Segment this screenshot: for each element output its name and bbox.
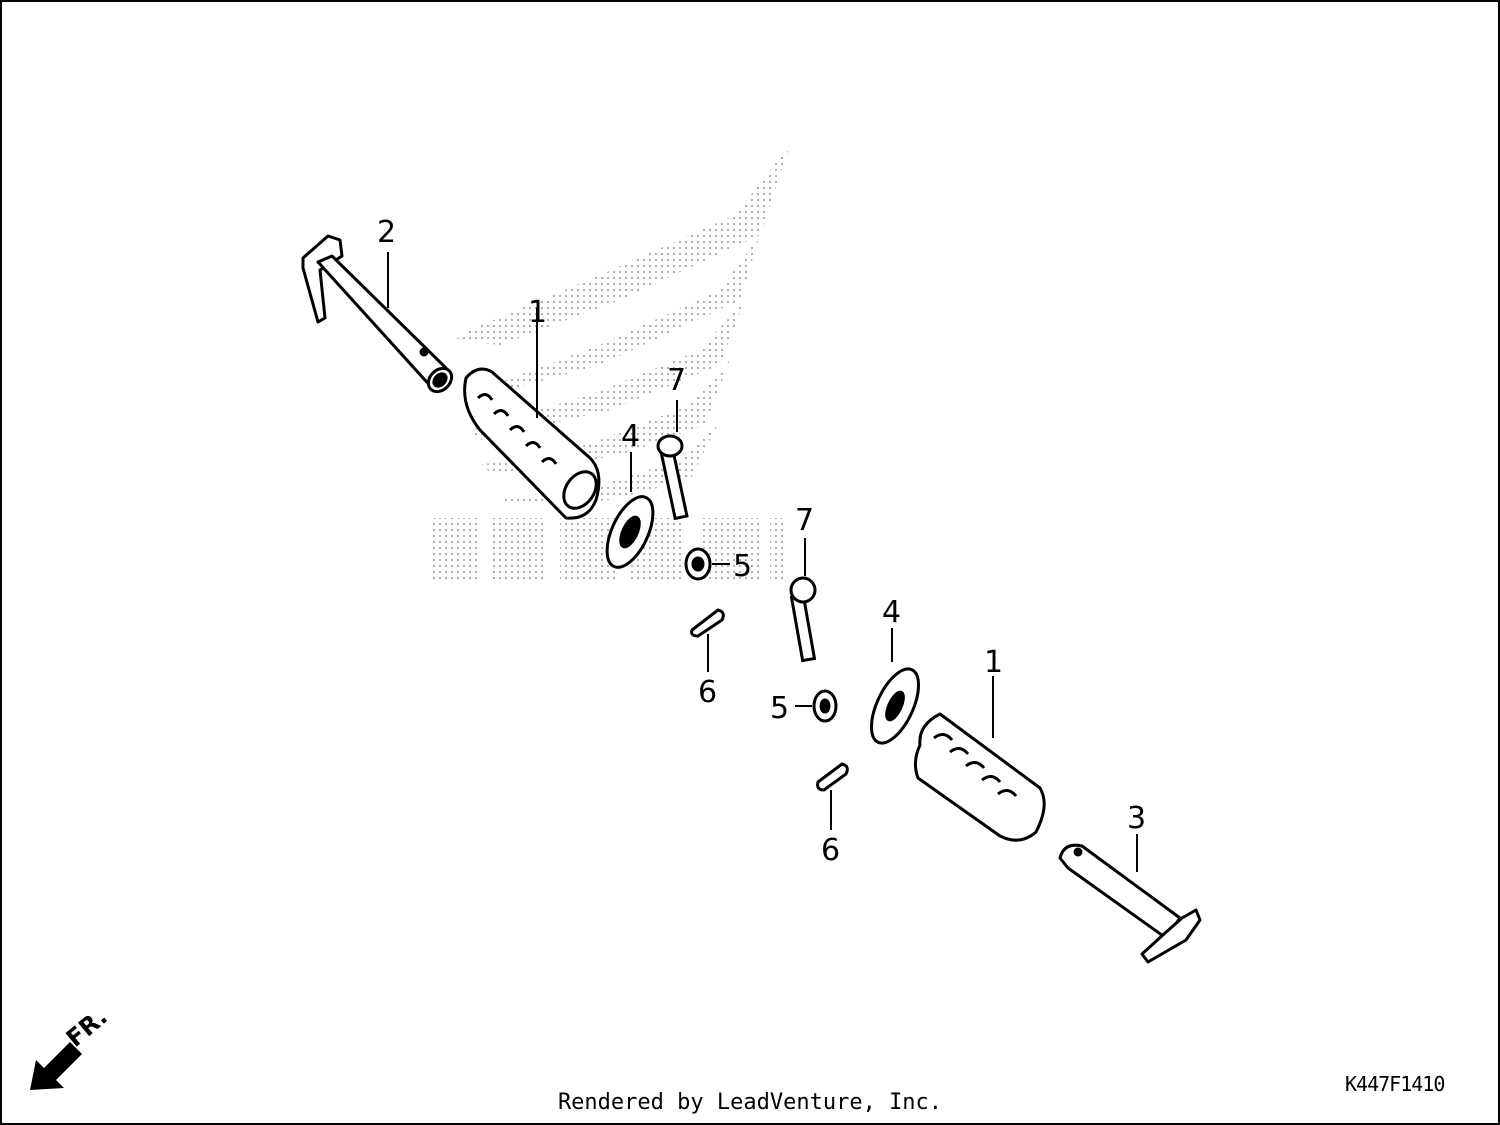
callout-6-lower: 6 <box>821 833 840 868</box>
callouts: 2 1 7 4 5 6 7 4 1 5 6 3 <box>377 215 1146 868</box>
part-5-washer-small-upper <box>684 547 712 581</box>
callout-1-lower: 1 <box>984 645 1003 680</box>
watermark-logo <box>432 145 790 580</box>
callout-1-upper: 1 <box>528 295 547 330</box>
callout-3: 3 <box>1127 801 1146 836</box>
diagram-code: K447F1410 <box>1345 1072 1445 1096</box>
render-credit: Rendered by LeadVenture, Inc. <box>557 1090 943 1115</box>
callout-2: 2 <box>377 215 396 250</box>
part-6-cotter-pin-upper <box>690 608 725 638</box>
callout-5-upper: 5 <box>733 549 752 584</box>
part-2-footpeg-bracket-left <box>301 234 454 394</box>
front-direction-arrow-icon: FR. <box>30 1003 113 1090</box>
part-3-footpeg-bracket-right <box>1058 843 1202 964</box>
part-7-pin-upper <box>656 434 689 521</box>
callout-5-lower: 5 <box>770 691 789 726</box>
leader-lines <box>387 252 1138 872</box>
callout-7-lower: 7 <box>795 503 814 538</box>
part-1-footpeg-rubber-upper <box>463 367 601 520</box>
callout-4-lower: 4 <box>882 595 901 630</box>
part-1-footpeg-rubber-lower <box>913 712 1046 842</box>
part-6-cotter-pin-lower <box>816 762 849 792</box>
part-4-washer-upper <box>605 495 655 569</box>
callout-4-upper: 4 <box>621 419 640 454</box>
part-5-washer-small-lower <box>812 689 838 723</box>
callout-6-upper: 6 <box>698 675 717 710</box>
callout-7-upper: 7 <box>667 363 686 398</box>
part-4-washer-lower <box>870 667 920 745</box>
part-7-pin-lower <box>789 576 817 663</box>
